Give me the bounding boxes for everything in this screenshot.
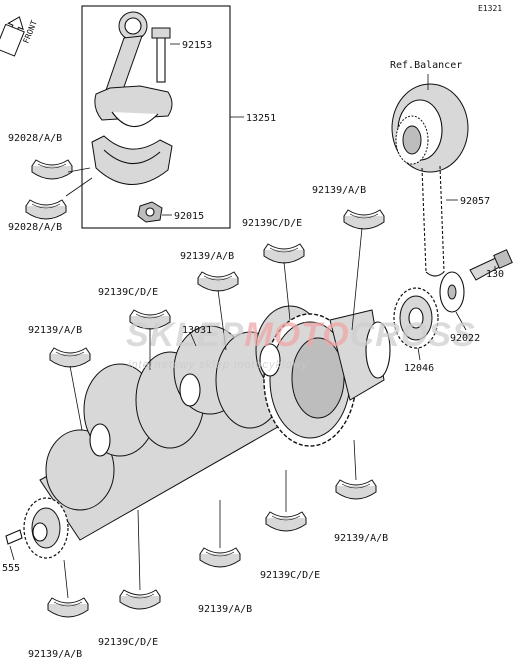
crankshaft	[23, 305, 391, 559]
label-130: 130	[486, 269, 504, 280]
label-92139cde-bottom: 92139C/D/E	[260, 570, 320, 581]
label-92028-a: 92028/A/B	[8, 133, 62, 144]
label-92139-bottom-right: 92139/A/B	[334, 533, 388, 544]
watermark-brand-c: CROSS	[350, 316, 476, 354]
main-bearing-top	[263, 243, 305, 264]
balancer-gear	[391, 83, 469, 173]
main-bearing-bl1	[119, 589, 161, 610]
watermark: SKLEPMOTOCROSS internetowy sklep motocyk…	[126, 316, 476, 371]
diagram-code: E1321	[478, 4, 502, 13]
label-13031: 13031	[182, 325, 212, 336]
rod-bearing-lower	[25, 199, 67, 220]
svg-text:SKLEPMOTOCROSS: SKLEPMOTOCROSS	[126, 316, 476, 354]
label-ref-balancer: Ref.Balancer	[390, 60, 462, 71]
label-92139-bottom-left: 92139/A/B	[28, 649, 82, 660]
label-92015: 92015	[174, 211, 204, 222]
label-13251: 13251	[246, 113, 276, 124]
main-bearing-right	[343, 209, 385, 230]
main-bearing-b	[265, 511, 307, 532]
label-555: 555	[2, 563, 20, 574]
label-92028-b: 92028/A/B	[8, 222, 62, 233]
main-bearing-left2	[49, 347, 91, 368]
main-bearing-bm	[199, 547, 241, 568]
main-bearing-bl2	[47, 597, 89, 618]
washer-92022	[439, 271, 465, 313]
key-555	[5, 529, 23, 545]
label-92139-bottom: 92139/A/B	[198, 604, 252, 615]
rod-bearing-upper	[31, 159, 73, 180]
label-12046: 12046	[404, 363, 434, 374]
watermark-brand-a: SKLEP	[126, 316, 244, 354]
connecting-rod-box	[81, 5, 244, 229]
label-92139-right: 92139/A/B	[312, 185, 366, 196]
balancer-chain	[421, 165, 445, 277]
label-92139-top: 92139/A/B	[180, 251, 234, 262]
label-92022: 92022	[450, 333, 480, 344]
label-92139cde-top: 92139C/D/E	[242, 218, 302, 229]
front-arrow-icon	[0, 16, 25, 57]
sprocket-12046	[393, 287, 439, 349]
bolt-130	[469, 249, 513, 281]
label-92139cde-left: 92139C/D/E	[98, 287, 158, 298]
main-bearing-top2	[197, 271, 239, 292]
label-92153: 92153	[182, 40, 212, 51]
label-92057: 92057	[460, 196, 490, 207]
label-92139-left: 92139/A/B	[28, 325, 82, 336]
label-92139cde-bottom-left: 92139C/D/E	[98, 637, 158, 648]
connecting-rod	[91, 11, 173, 223]
watermark-brand-b: MOTO	[244, 316, 349, 354]
watermark-tagline: internetowy sklep motocyklowy	[128, 359, 309, 371]
main-bearing-br	[335, 479, 377, 500]
